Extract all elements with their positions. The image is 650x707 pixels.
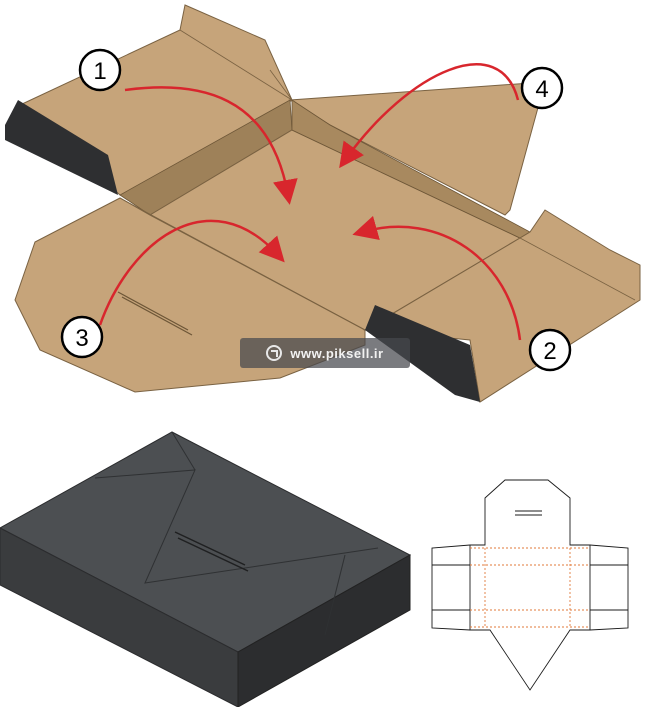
step-marker-3: 3 bbox=[60, 315, 104, 359]
step-marker-1: 1 bbox=[78, 48, 122, 92]
watermark-text: www.piksell.ir bbox=[290, 345, 384, 361]
right-side-flap bbox=[365, 305, 480, 402]
step-label-2: 2 bbox=[543, 338, 556, 365]
box-front-left bbox=[0, 527, 239, 707]
dieline-folds bbox=[470, 547, 590, 628]
arrow-circle-icon bbox=[266, 345, 283, 361]
dieline-outline bbox=[431, 479, 629, 691]
watermark: www.piksell.ir bbox=[240, 338, 410, 368]
tear-slot bbox=[117, 291, 193, 336]
step-marker-2: 2 bbox=[528, 328, 572, 372]
arrow-4 bbox=[339, 63, 520, 169]
arrow-3 bbox=[98, 219, 285, 326]
step-label-1: 1 bbox=[93, 58, 106, 85]
step-marker-4: 4 bbox=[520, 66, 564, 110]
fold-arrows bbox=[98, 63, 522, 341]
box-tear-slot bbox=[174, 531, 249, 572]
arrow-2 bbox=[352, 215, 522, 341]
left-side-flap bbox=[5, 100, 118, 195]
flap-seams bbox=[94, 431, 379, 636]
box-front-right bbox=[237, 554, 411, 707]
step-label-3: 3 bbox=[75, 325, 88, 352]
step-label-4: 4 bbox=[535, 76, 548, 103]
dieline bbox=[431, 479, 629, 691]
arrow-1 bbox=[124, 86, 298, 205]
lower-right-panel bbox=[363, 209, 641, 403]
fold-lines bbox=[119, 29, 636, 331]
closed-box bbox=[0, 431, 412, 707]
